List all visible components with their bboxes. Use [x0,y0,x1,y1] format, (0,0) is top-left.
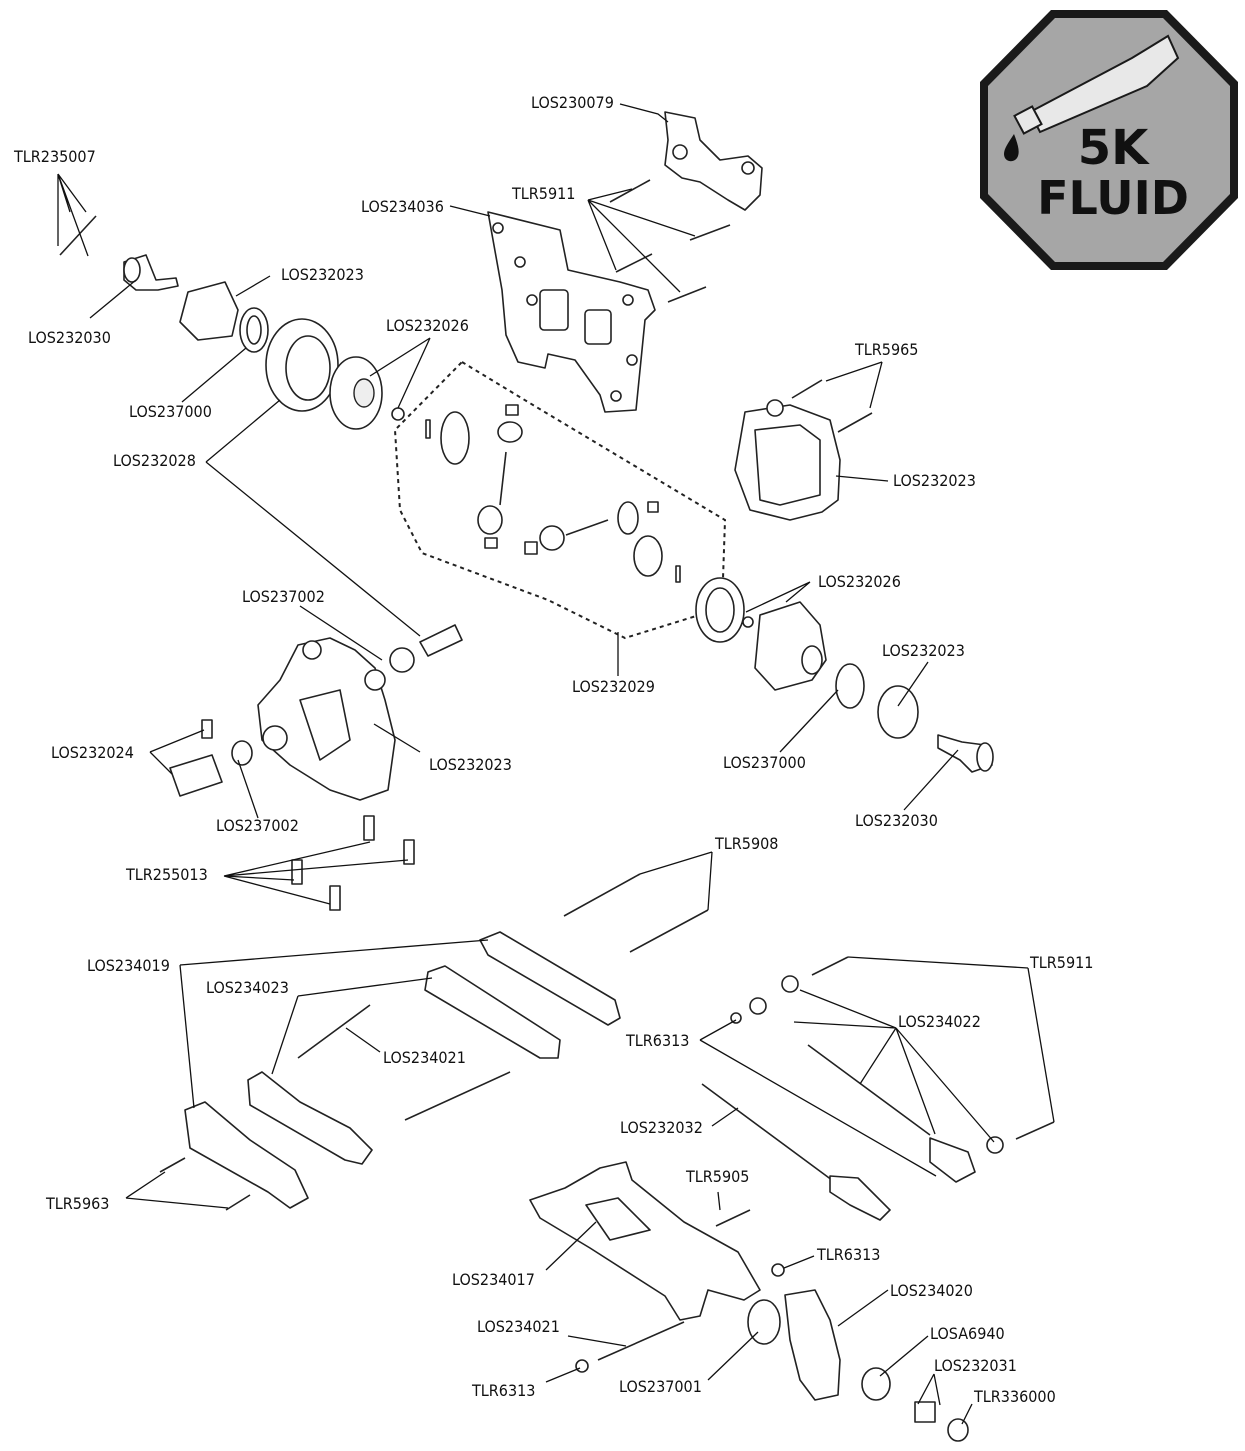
badge-octagon [988,18,1230,262]
gearbox-case-right-part [734,399,841,521]
label-los232031: LOS232031 [934,1356,1017,1375]
label-tlr235007: TLR235007 [13,147,96,166]
rear-arm-part [529,1161,761,1321]
label-los237000-a: LOS237000 [129,402,212,421]
outdrive-left-part [123,254,179,291]
label-los230079: LOS230079 [531,93,614,112]
label-los234020: LOS234020 [890,1281,973,1300]
leader-lines [57,103,1055,1425]
label-tlr336000: TLR336000 [973,1387,1056,1406]
label-los234021-b: LOS234021 [477,1317,560,1336]
badge-line2: FLUID [1037,171,1189,225]
camber-mount-part [664,111,763,211]
fluid-badge: 5K FLUID [980,10,1238,270]
part-labels: LOS230079 TLR235007 LOS234036 TLR5911 LO… [13,93,1093,1406]
label-tlr5911-bottom: TLR5911 [1029,953,1093,972]
label-los232026-a: LOS232026 [386,316,469,335]
label-los234017: LOS234017 [452,1270,535,1289]
label-los232023-d: LOS232023 [429,755,512,774]
label-tlr255013: TLR255013 [125,865,208,884]
label-los232032: LOS232032 [620,1118,703,1137]
outdrive-right-part [937,734,994,773]
label-los232030-a: LOS232030 [28,328,111,347]
label-los232028: LOS232028 [113,451,196,470]
label-los237002-b: LOS237002 [216,816,299,835]
label-tlr6313-a: TLR6313 [625,1031,689,1050]
diff-internals-part [393,360,727,640]
label-los232026-b: LOS232026 [818,572,901,591]
label-tlr5908: TLR5908 [714,834,778,853]
screws [59,179,1055,1227]
label-tlr5965: TLR5965 [854,340,918,359]
label-losa6940: LOSA6940 [930,1324,1005,1343]
hub-carrier-part [575,1263,969,1442]
label-tlr6313-b: TLR6313 [816,1245,880,1264]
label-tlr6313-c: TLR6313 [471,1381,535,1400]
label-los234021-a: LOS234021 [383,1048,466,1067]
shock-tower-part [487,211,656,413]
label-los232030-b: LOS232030 [855,811,938,830]
label-los234036: LOS234036 [361,197,444,216]
camber-link-part [730,975,1004,1183]
label-los234019: LOS234019 [87,956,170,975]
label-los237002-a: LOS237002 [242,587,325,606]
fluid-tube-icon [1004,34,1180,162]
diff-housing-right-part [695,577,919,739]
driveshaft-part [701,1083,891,1221]
label-tlr5911-top: TLR5911 [511,184,575,203]
label-los237000-b: LOS237000 [723,753,806,772]
label-los234023: LOS234023 [206,978,289,997]
part-drawings [59,111,1055,1442]
label-los232023-b: LOS232023 [893,471,976,490]
label-los232023-a: LOS232023 [281,265,364,284]
gearbox-case-left-part [257,637,396,801]
label-los232023-c: LOS232023 [882,641,965,660]
label-los232024: LOS232024 [51,743,134,762]
diff-cup-left-part [179,281,269,353]
label-los237001: LOS237001 [619,1377,702,1396]
label-los232029: LOS232029 [572,677,655,696]
ring-gear-part [265,318,405,430]
badge-line1: 5K [1078,120,1150,176]
label-los234022: LOS234022 [898,1012,981,1031]
hinge-pin-brace-part [184,931,621,1209]
label-tlr5905: TLR5905 [685,1167,749,1186]
label-tlr5963: TLR5963 [45,1194,109,1213]
input-shaft-part [169,624,463,797]
